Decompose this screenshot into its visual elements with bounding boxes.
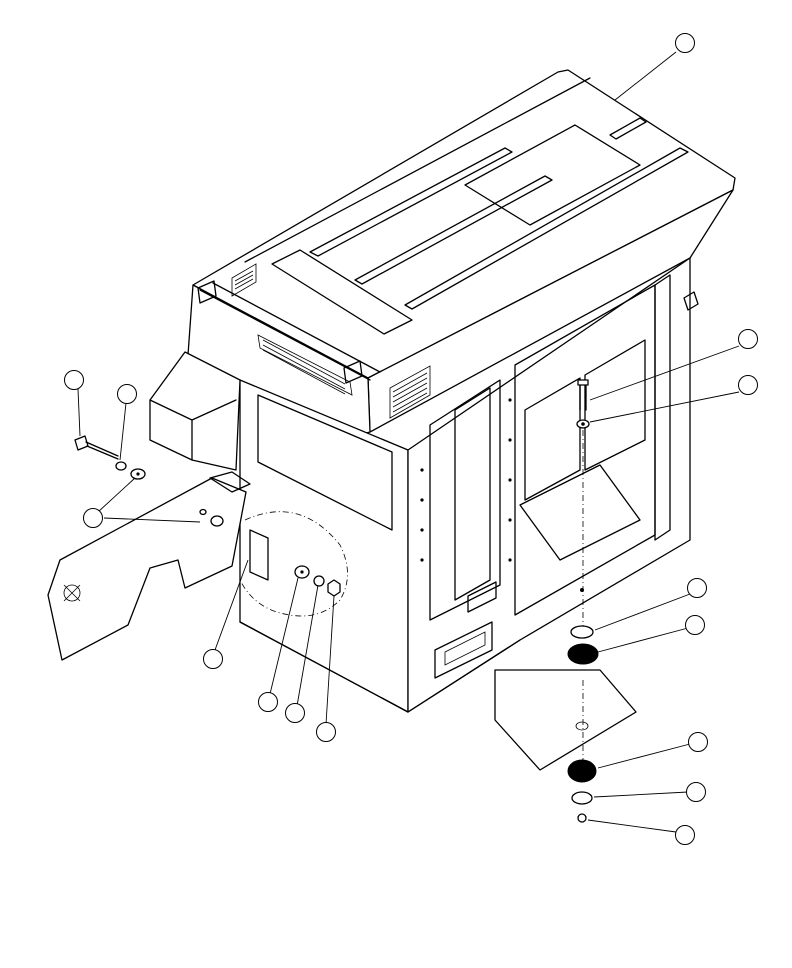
- callout-bubble-14: [686, 782, 706, 802]
- callout-bubble-11: [687, 578, 707, 598]
- leader-lines: [77, 51, 740, 833]
- callout-bubble-9: [285, 703, 305, 723]
- callout-bubble-1: [675, 33, 695, 53]
- cab-roof: [187, 69, 736, 441]
- left-fasteners: [74, 435, 341, 597]
- side-bracket-assembly: [47, 351, 348, 661]
- callout-bubble-10: [316, 722, 336, 742]
- callout-bubble-5: [117, 384, 137, 404]
- mount-isolator-stack: [494, 379, 637, 823]
- callout-bubble-4: [64, 370, 84, 390]
- callout-bubble-3: [738, 375, 758, 395]
- callout-bubble-7: [203, 649, 223, 669]
- cab-body: [239, 257, 699, 713]
- callout-bubble-12: [685, 615, 705, 635]
- callout-bubbles: [64, 33, 758, 845]
- callout-bubble-8: [258, 692, 278, 712]
- callout-bubble-2: [738, 329, 758, 349]
- callout-bubble-6: [83, 508, 103, 528]
- callout-bubble-15: [675, 825, 695, 845]
- callout-bubble-13: [688, 732, 708, 752]
